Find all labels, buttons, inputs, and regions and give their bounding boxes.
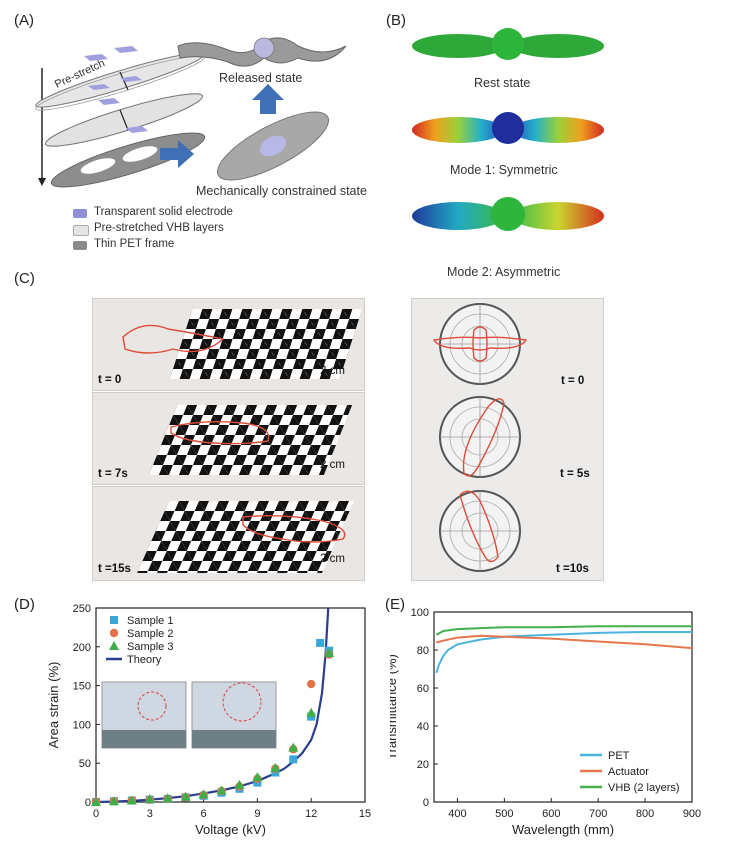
legend-label: VHB (2 layers): [608, 782, 680, 794]
c-left-time-2: t = 7s: [98, 468, 128, 480]
inset-photo-ground: [102, 730, 186, 748]
c-left-time-1: t = 0: [98, 374, 122, 386]
sample3-point: [252, 772, 263, 782]
sample3-point: [288, 742, 299, 752]
x-tick-label: 700: [589, 808, 607, 820]
sample3-point: [126, 795, 137, 805]
x-tick-label: 3: [147, 808, 153, 820]
y-tick-label: 200: [73, 642, 91, 654]
checkerboard-photo-2: [92, 392, 365, 485]
panel-label-c: (C): [14, 270, 35, 287]
legend-label: Actuator: [608, 766, 649, 778]
x-tick-label: 800: [636, 808, 654, 820]
sample3-point: [324, 648, 335, 658]
sample1-point: [289, 755, 298, 764]
y-tick-label: 50: [79, 758, 91, 770]
y-axis-label: Transmittance (%): [390, 654, 399, 760]
panel-a-schematic: [35, 37, 347, 188]
y-tick-label: 80: [417, 645, 429, 657]
inset-photo-circle: [222, 682, 262, 722]
polar-photo-panel: [411, 298, 604, 581]
series-line-0: [435, 630, 692, 674]
scale-bar-label-2: 2 cm: [320, 459, 345, 471]
plot-frame: [433, 611, 693, 803]
y-tick-label: 20: [417, 759, 429, 771]
y-tick-label: 0: [85, 797, 91, 809]
legend-swatch-vhb: [73, 225, 89, 236]
x-tick-label: 6: [201, 808, 207, 820]
y-tick-label: 100: [73, 719, 91, 731]
sample3-point: [91, 797, 101, 806]
x-axis-label: Voltage (kV): [195, 822, 266, 837]
series-line-1: [436, 634, 693, 650]
legend-label: Sample 3: [127, 641, 173, 653]
released-state-label: Released state: [219, 71, 303, 85]
sample3-point: [180, 791, 191, 801]
y-tick-label: 150: [73, 681, 91, 693]
legend-marker-sample3: [109, 641, 119, 650]
checkerboard-photo-3: [92, 486, 365, 581]
c-right-time-2: t = 5s: [560, 468, 590, 480]
plot-frame: [95, 607, 366, 803]
sample3-point: [198, 789, 209, 799]
panel-label-e: (E): [385, 596, 405, 613]
legend-pet-label: Thin PET frame: [94, 238, 175, 250]
y-tick-label: 100: [411, 607, 429, 619]
checkerboard-photo-1: [92, 298, 365, 391]
sample1-point: [316, 638, 325, 647]
sample3-point: [306, 707, 317, 717]
inset-photo-2: [191, 681, 277, 749]
sample3-point: [144, 793, 155, 803]
legend-label: Sample 1: [127, 615, 173, 627]
sample3-point: [234, 779, 245, 789]
rest-state-label: Rest state: [474, 76, 531, 90]
constrained-state-label: Mechanically constrained state: [196, 184, 367, 198]
y-tick-label: 40: [417, 721, 429, 733]
x-tick-label: 500: [495, 808, 513, 820]
legend-swatch-electrode: [73, 209, 87, 218]
scale-bar-label-3: 2 cm: [320, 553, 345, 565]
legend-vhb-label: Pre-stretched VHB layers: [94, 222, 224, 234]
mode1-label: Mode 1: Symmetric: [450, 163, 558, 177]
x-tick-label: 400: [448, 808, 466, 820]
series-line-2: [435, 625, 692, 636]
x-tick-label: 15: [359, 808, 371, 820]
legend-swatch-pet: [73, 241, 87, 250]
y-tick-label: 250: [73, 603, 91, 615]
transmittance-chart: 400 500 600 700 800 900 0 20 40 60 80 100Wavelength…: [390, 607, 701, 837]
x-tick-label: 9: [254, 808, 260, 820]
legend-electrode-label: Transparent solid electrode: [94, 206, 233, 218]
legend-marker-sample1: [110, 616, 118, 624]
panel-label-d: (D): [14, 596, 35, 613]
c-right-time-3: t =10s: [556, 563, 589, 575]
y-axis-label: Area strain (%): [46, 662, 61, 749]
x-tick-label: 900: [683, 808, 701, 820]
sample3-point: [216, 785, 227, 795]
x-axis-label: Wavelength (mm): [512, 822, 614, 837]
y-tick-label: 60: [417, 683, 429, 695]
mode2-label: Mode 2: Asymmetric: [447, 265, 561, 279]
sample3-point: [270, 762, 281, 772]
legend-label: Sample 2: [127, 628, 173, 640]
sample2-point: [307, 679, 316, 689]
inset-photo-ground: [192, 730, 276, 748]
legend-label: PET: [608, 750, 630, 762]
x-tick-label: 0: [93, 808, 99, 820]
y-tick-label: 0: [423, 797, 429, 809]
sample3-point: [108, 796, 119, 806]
x-tick-label: 12: [305, 808, 317, 820]
panel-b-modes: [412, 28, 604, 231]
legend-marker-sample2: [109, 628, 119, 638]
legend-label: Theory: [127, 654, 162, 666]
sample3-point: [162, 793, 173, 803]
c-left-time-3: t =15s: [98, 563, 131, 575]
panel-label-b: (B): [386, 12, 406, 29]
x-tick-label: 600: [542, 808, 560, 820]
scale-bar-label-1: 2 cm: [320, 365, 345, 377]
panel-label-a: (A): [14, 12, 34, 29]
inset-photo-circle: [137, 691, 167, 721]
inset-photo-1: [101, 681, 187, 749]
c-right-time-1: t = 0: [561, 375, 585, 387]
